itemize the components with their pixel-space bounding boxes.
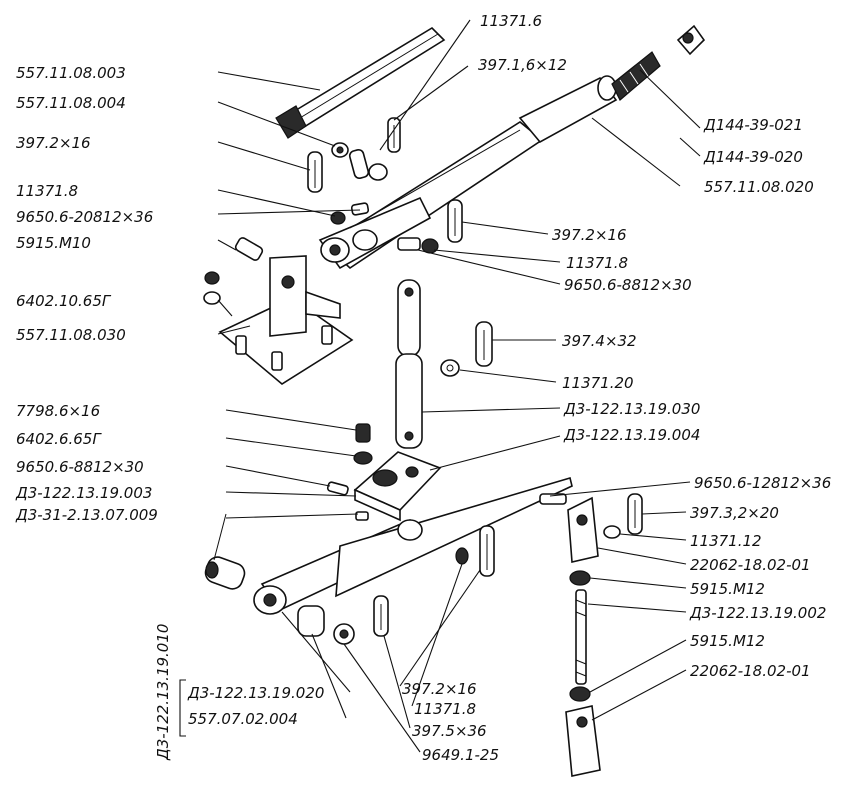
- label-d144-39-020: Д144-39-020: [703, 148, 803, 166]
- label-397-5x36: 397.5×36: [412, 722, 487, 740]
- label-397-4x32: 397.4×32: [562, 332, 637, 350]
- label-9650-6-8812x30-right: 9650.6-8812×30: [564, 276, 692, 294]
- label-5915-m12-bottom: 5915.M12: [690, 632, 765, 650]
- label-11371-12: 11371.12: [690, 532, 762, 550]
- label-397-3-2x20: 397.3,2×20: [690, 504, 779, 522]
- label-397-2x16-bottom: 397.2×16: [402, 680, 477, 698]
- label-22062-18-02-01-bottom: 22062-18.02-01: [690, 662, 811, 680]
- label-d3-31-2-13-07-009: Д3-31-2.13.07.009: [15, 506, 158, 524]
- bushing-part: [204, 513, 246, 590]
- hub-block-part: [353, 451, 442, 522]
- label-11371-8-right: 11371.8: [566, 254, 628, 272]
- spring-part: [611, 51, 661, 101]
- label-9650-6-8812x30-left: 9650.6-8812×30: [16, 458, 144, 476]
- label-d144-39-021: Д144-39-021: [703, 116, 803, 134]
- clevis-part: [565, 705, 601, 777]
- label-397-2x16-right: 397.2×16: [552, 226, 627, 244]
- label-9650-6-20812x36: 9650.6-20812×36: [16, 208, 153, 226]
- leader-lines: [179, 19, 701, 753]
- label-9649-1-25: 9649.1-25: [422, 746, 499, 764]
- threaded-rod-part: [569, 570, 591, 702]
- clevis-part: [539, 493, 643, 563]
- label-11371-8-left: 11371.8: [16, 182, 78, 200]
- label-d3-122-13-19-004: Д3-122.13.19.004: [563, 426, 700, 444]
- label-d3-122-13-19-010-vertical: Д3-122.13.19.010: [154, 624, 172, 761]
- label-11371-6: 11371.6: [480, 12, 542, 30]
- label-557-11-08-020: 557.11.08.020: [704, 178, 814, 196]
- label-5915-m12-top: 5915.M12: [690, 580, 765, 598]
- label-397-1-6x12: 397.1,6×12: [478, 56, 567, 74]
- label-5915-m10: 5915.M10: [16, 234, 91, 252]
- label-d3-122-13-19-030: Д3-122.13.19.030: [563, 400, 700, 418]
- label-11371-8-bottom: 11371.8: [414, 700, 476, 718]
- cap-part: [676, 24, 706, 56]
- cotter-pin-part: [447, 199, 463, 243]
- label-d3-122-13-19-020: Д3-122.13.19.020: [187, 684, 324, 702]
- label-9650-6-12812x36: 9650.6-12812×36: [694, 474, 831, 492]
- vertical-link-part: [395, 279, 423, 449]
- rod-part: [275, 26, 446, 139]
- label-6402-6-65g: 6402.6.65Г: [16, 430, 102, 448]
- label-397-2x16-left: 397.2×16: [16, 134, 91, 152]
- cotter-pin-part: [440, 321, 493, 377]
- cotter-pin-part: [307, 151, 323, 193]
- labels: 557.11.08.003 557.11.08.004 397.2×16 113…: [15, 12, 831, 764]
- label-11371-20: 11371.20: [562, 374, 634, 392]
- main-lever-part: [318, 75, 618, 270]
- bolt-part: [203, 237, 264, 305]
- bracket-part: [218, 255, 354, 385]
- label-557-11-08-004: 557.11.08.004: [16, 94, 126, 112]
- label-22062-18-02-01-top: 22062-18.02-01: [690, 556, 811, 574]
- label-d3-122-13-19-003: Д3-122.13.19.003: [15, 484, 152, 502]
- label-557-11-08-003: 557.11.08.003: [16, 64, 126, 82]
- small-pins-part: [331, 117, 401, 181]
- label-6402-10-65g: 6402.10.65Г: [16, 292, 112, 310]
- label-557-11-08-030: 557.11.08.030: [16, 326, 126, 344]
- washer-part: [330, 202, 370, 225]
- label-d3-122-13-19-002: Д3-122.13.19.002: [689, 604, 826, 622]
- screw-washer-part: [326, 423, 373, 521]
- lower-lever-part: [253, 476, 573, 615]
- label-7798-6x16: 7798.6×16: [16, 402, 100, 420]
- washer-pin-part: [397, 237, 439, 254]
- sleeve-part: [297, 605, 355, 645]
- label-557-07-02-004: 557.07.02.004: [188, 710, 298, 728]
